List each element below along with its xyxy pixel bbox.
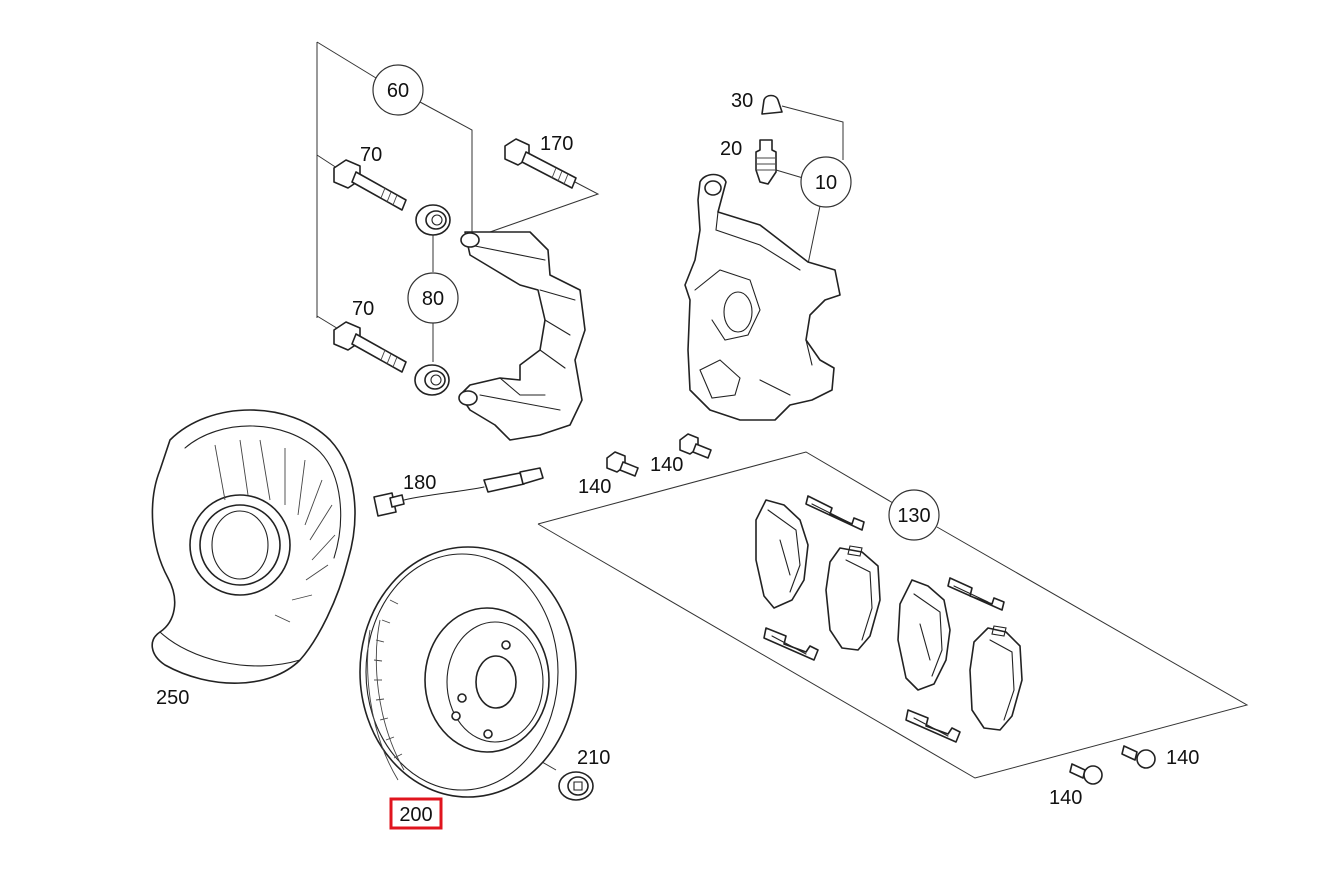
locating-screw-210[interactable] xyxy=(558,771,594,801)
brake-disc-200[interactable] xyxy=(359,546,577,798)
bolt-170[interactable] xyxy=(504,138,577,189)
callout-140-bottom-left[interactable]: 140 xyxy=(1049,787,1082,809)
callout-80[interactable]: 80 xyxy=(407,272,459,324)
callout-60-label: 60 xyxy=(387,80,409,102)
callout-130-label: 130 xyxy=(897,505,930,527)
caliper-carrier-60[interactable] xyxy=(458,231,586,441)
callout-180[interactable]: 180 xyxy=(403,472,436,494)
guide-bushing-80-upper[interactable] xyxy=(415,204,451,236)
bolt-70-upper[interactable] xyxy=(333,159,407,211)
callout-140-bottom-right[interactable]: 140 xyxy=(1166,747,1199,769)
bleeder-screw-20[interactable] xyxy=(755,139,777,185)
wear-sensor-180[interactable] xyxy=(373,467,544,517)
callout-30[interactable]: 30 xyxy=(731,90,753,112)
brake-pad-kit-130[interactable] xyxy=(755,495,1023,743)
callout-210[interactable]: 210 xyxy=(577,747,610,769)
callout-60[interactable]: 60 xyxy=(372,64,424,116)
callout-70-upper[interactable]: 70 xyxy=(360,144,382,166)
callout-200-label: 200 xyxy=(399,804,432,826)
bolt-140-bottom-right[interactable] xyxy=(1121,745,1156,769)
bolt-70-lower[interactable] xyxy=(333,321,407,373)
callout-140-left[interactable]: 140 xyxy=(578,476,611,498)
callout-10[interactable]: 10 xyxy=(800,156,852,208)
callout-80-label: 80 xyxy=(422,288,444,310)
guide-bushing-80-lower[interactable] xyxy=(414,364,450,396)
callout-250[interactable]: 250 xyxy=(156,687,189,709)
brake-caliper-10[interactable] xyxy=(684,173,841,421)
callout-130[interactable]: 130 xyxy=(888,489,940,541)
bolt-140-bottom-left[interactable] xyxy=(1069,763,1103,785)
selection-highlight-box xyxy=(389,797,443,830)
callout-20[interactable]: 20 xyxy=(720,138,742,160)
bolt-140-left[interactable] xyxy=(606,451,639,477)
callout-200-selected[interactable]: 200 xyxy=(389,797,443,830)
bolt-140-right[interactable] xyxy=(679,433,712,459)
callout-170[interactable]: 170 xyxy=(540,133,573,155)
callout-70-lower[interactable]: 70 xyxy=(352,298,374,320)
dust-shield-250[interactable] xyxy=(151,409,356,684)
dust-cap-30[interactable] xyxy=(761,94,783,115)
callout-10-label: 10 xyxy=(815,172,837,194)
callout-140-right[interactable]: 140 xyxy=(650,454,683,476)
